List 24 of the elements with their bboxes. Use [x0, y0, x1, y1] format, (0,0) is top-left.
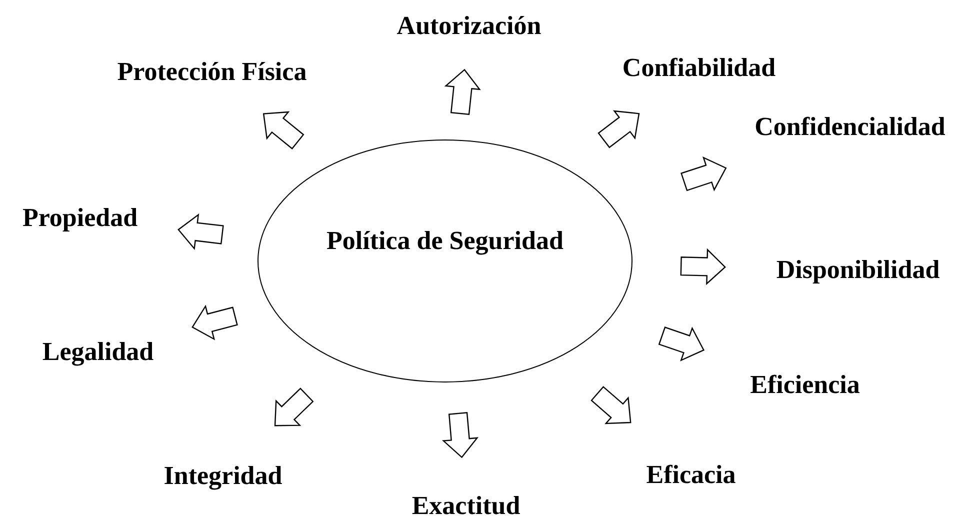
block-arrow [680, 248, 726, 286]
concept-label: Protección Física [117, 57, 307, 87]
concept-label: Legalidad [42, 337, 154, 367]
concept-label: Exactitud [412, 491, 520, 521]
block-arrow [192, 304, 238, 340]
block-arrow [680, 156, 727, 192]
concept-label: Propiedad [22, 203, 138, 233]
block-arrow [444, 68, 481, 116]
concept-label: Autorización [396, 11, 542, 41]
concept-label: Confiabilidad [622, 53, 776, 83]
block-arrow [274, 388, 314, 426]
block-arrow [598, 110, 640, 148]
concept-label: Eficacia [646, 460, 736, 490]
ellipse-title: Política de Seguridad [326, 226, 564, 256]
concept-label: Confidencialidad [754, 112, 946, 142]
block-arrow [590, 386, 632, 424]
block-arrow [178, 214, 224, 250]
concept-label: Disponibilidad [776, 255, 940, 285]
block-arrow [262, 111, 304, 150]
block-arrow [442, 412, 479, 458]
block-arrow [658, 326, 705, 362]
concept-label: Integridad [164, 461, 282, 491]
concept-label: Eficiencia [750, 370, 860, 400]
ellipse-node [257, 139, 633, 383]
